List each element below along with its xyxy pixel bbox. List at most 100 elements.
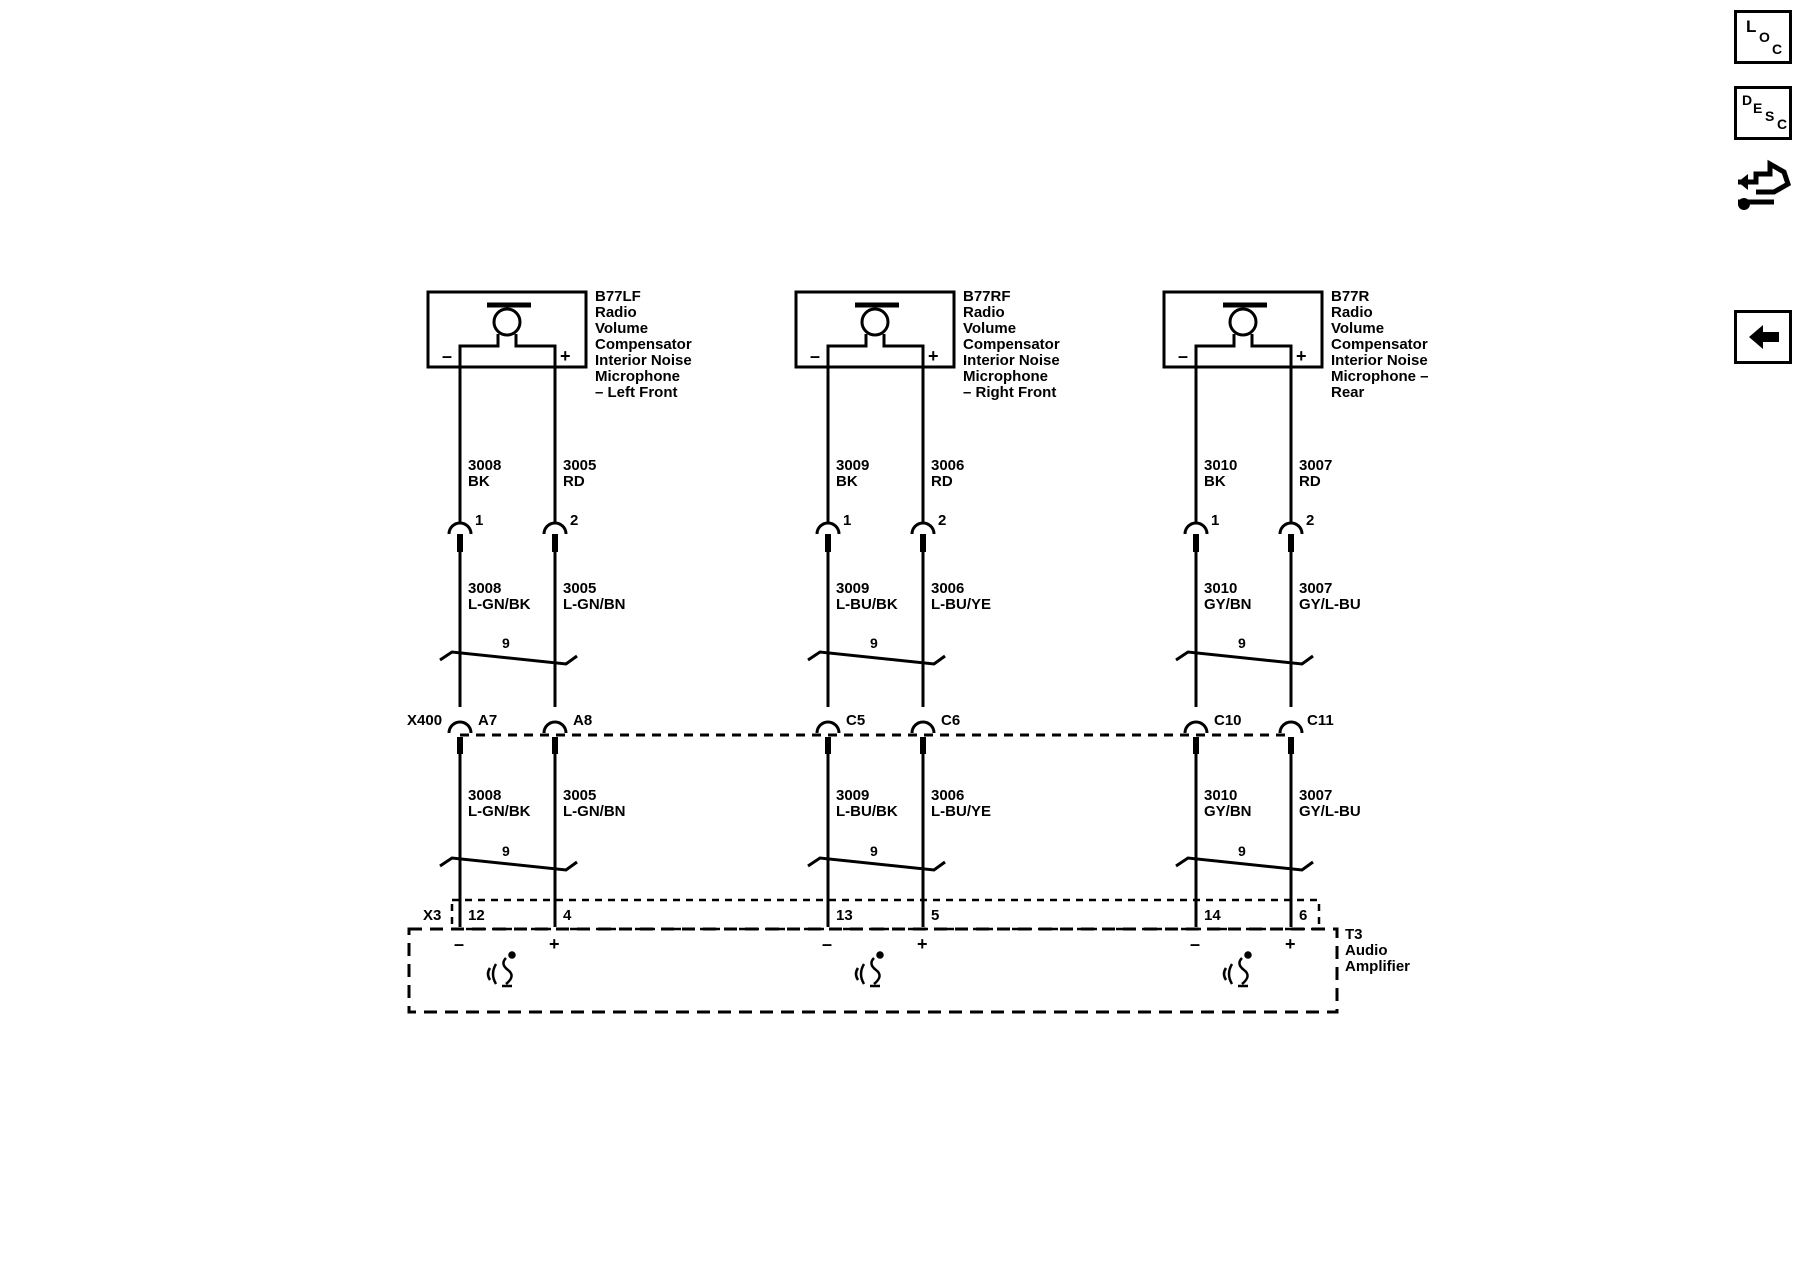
twist-label: 9 (502, 843, 510, 859)
pin-number: 6 (1299, 907, 1307, 924)
wire-lines (458, 367, 1293, 927)
wire-color: GY/BN (1204, 596, 1252, 613)
component-desc-line: Volume (595, 320, 648, 337)
wire-color: RD (931, 473, 953, 490)
plus-sign: + (917, 934, 928, 954)
circuit-number: 3008 (468, 580, 501, 597)
circuit-number: 3006 (931, 457, 964, 474)
terminal-female (910, 720, 936, 734)
component-desc-line: Microphone (963, 368, 1048, 385)
component-id: B77LF (595, 288, 641, 305)
plus-sign: + (928, 346, 939, 366)
mic-connector-terminals (447, 521, 1304, 535)
minus-sign: – (810, 346, 820, 366)
twisted-pair-mark (807, 856, 946, 872)
component-desc-line: Rear (1331, 384, 1365, 401)
twist-label: 9 (1238, 843, 1246, 859)
mic-connector-pins (457, 534, 1294, 552)
component-desc-line: Interior Noise (963, 352, 1060, 369)
wire-color: L-BU/BK (836, 596, 898, 613)
pin-number: 12 (468, 907, 485, 924)
pin-number: 1 (475, 512, 483, 529)
desc-letter: S (1765, 108, 1775, 124)
mic-box-left-front (426, 290, 588, 369)
twisted-pair-mark (1175, 650, 1314, 666)
component-desc-line: Interior Noise (1331, 352, 1428, 369)
component-desc-line: Interior Noise (595, 352, 692, 369)
terminal-male (920, 737, 926, 754)
circuit-number: 3010 (1204, 787, 1237, 804)
twisted-pair-marks (439, 650, 1314, 872)
pin-number: 5 (931, 907, 939, 924)
wire-color: RD (1299, 473, 1321, 490)
circuit-number: 3009 (836, 787, 869, 804)
terminal-female (1278, 521, 1304, 535)
circuit-number: 3005 (563, 457, 596, 474)
twisted-pair-mark (439, 856, 578, 872)
amplifier-desc-line: Audio (1345, 942, 1388, 959)
circuit-number: 3009 (836, 580, 869, 597)
component-desc-line: Radio (595, 304, 637, 321)
component-id: B77R (1331, 288, 1370, 305)
pin-number: 2 (938, 512, 946, 529)
twist-label: 9 (502, 635, 510, 651)
mic-box-rear (1162, 290, 1324, 369)
wire-color: RD (563, 473, 585, 490)
circuit-number: 3008 (468, 457, 501, 474)
plus-sign: + (1296, 346, 1307, 366)
pin-number: 14 (1204, 907, 1221, 924)
back-arrow-icon (1749, 325, 1779, 349)
mic-group-rear: – + B77R Radio Volume Compensator Interi… (1162, 288, 1429, 401)
component-id: B77RF (963, 288, 1011, 305)
terminal-male (825, 737, 831, 754)
terminal-male (457, 737, 463, 754)
terminal-female (447, 521, 473, 535)
pin-number: A8 (573, 712, 592, 729)
plus-sign: + (560, 346, 571, 366)
component-desc-line: Microphone – (1331, 368, 1429, 385)
component-desc-line: Compensator (1331, 336, 1428, 353)
terminal-male (1193, 737, 1199, 754)
terminal-male (920, 534, 926, 552)
location-button[interactable]: L O C (1734, 10, 1792, 64)
component-desc-line: Volume (1331, 320, 1384, 337)
mic-box-right-front (794, 290, 956, 369)
minus-sign: – (454, 934, 464, 954)
audio-signal-icon (854, 951, 884, 988)
terminal-female (1183, 720, 1209, 734)
pin-number: 1 (1211, 512, 1219, 529)
connector-tool-button[interactable] (1734, 154, 1792, 220)
component-desc-line: Radio (963, 304, 1005, 321)
circuit-number: 3010 (1204, 580, 1237, 597)
twist-label: 9 (870, 843, 878, 859)
wire-color: L-GN/BK (468, 596, 531, 613)
x3-label: X3 (423, 907, 441, 924)
terminal-male (1288, 737, 1294, 754)
terminal-female (542, 521, 568, 535)
minus-sign: – (442, 346, 452, 366)
audio-amplifier-box (407, 927, 1339, 1014)
wire-color: BK (468, 473, 490, 490)
twist-label: 9 (1238, 635, 1246, 651)
microphone-icon (1194, 302, 1293, 367)
pin-number: A7 (478, 712, 497, 729)
wire-color: GY/L-BU (1299, 803, 1361, 820)
circuit-number: 3007 (1299, 580, 1332, 597)
terminal-female (1278, 720, 1304, 734)
microphone-icon (826, 302, 925, 367)
description-button[interactable]: D E S C (1734, 86, 1792, 140)
x3-connector-box (450, 898, 1321, 931)
back-button[interactable] (1734, 310, 1792, 364)
terminal-female (447, 720, 473, 734)
circuit-number: 3009 (836, 457, 869, 474)
x400-terminals (447, 720, 1304, 734)
minus-sign: – (1190, 934, 1200, 954)
pin-number: 2 (570, 512, 578, 529)
wire-color: GY/L-BU (1299, 596, 1361, 613)
terminal-male (457, 534, 463, 552)
component-desc-line: Compensator (963, 336, 1060, 353)
pin-number: 13 (836, 907, 853, 924)
component-desc-line: Volume (963, 320, 1016, 337)
terminal-male (1288, 534, 1294, 552)
loc-letter: L (1746, 17, 1757, 36)
